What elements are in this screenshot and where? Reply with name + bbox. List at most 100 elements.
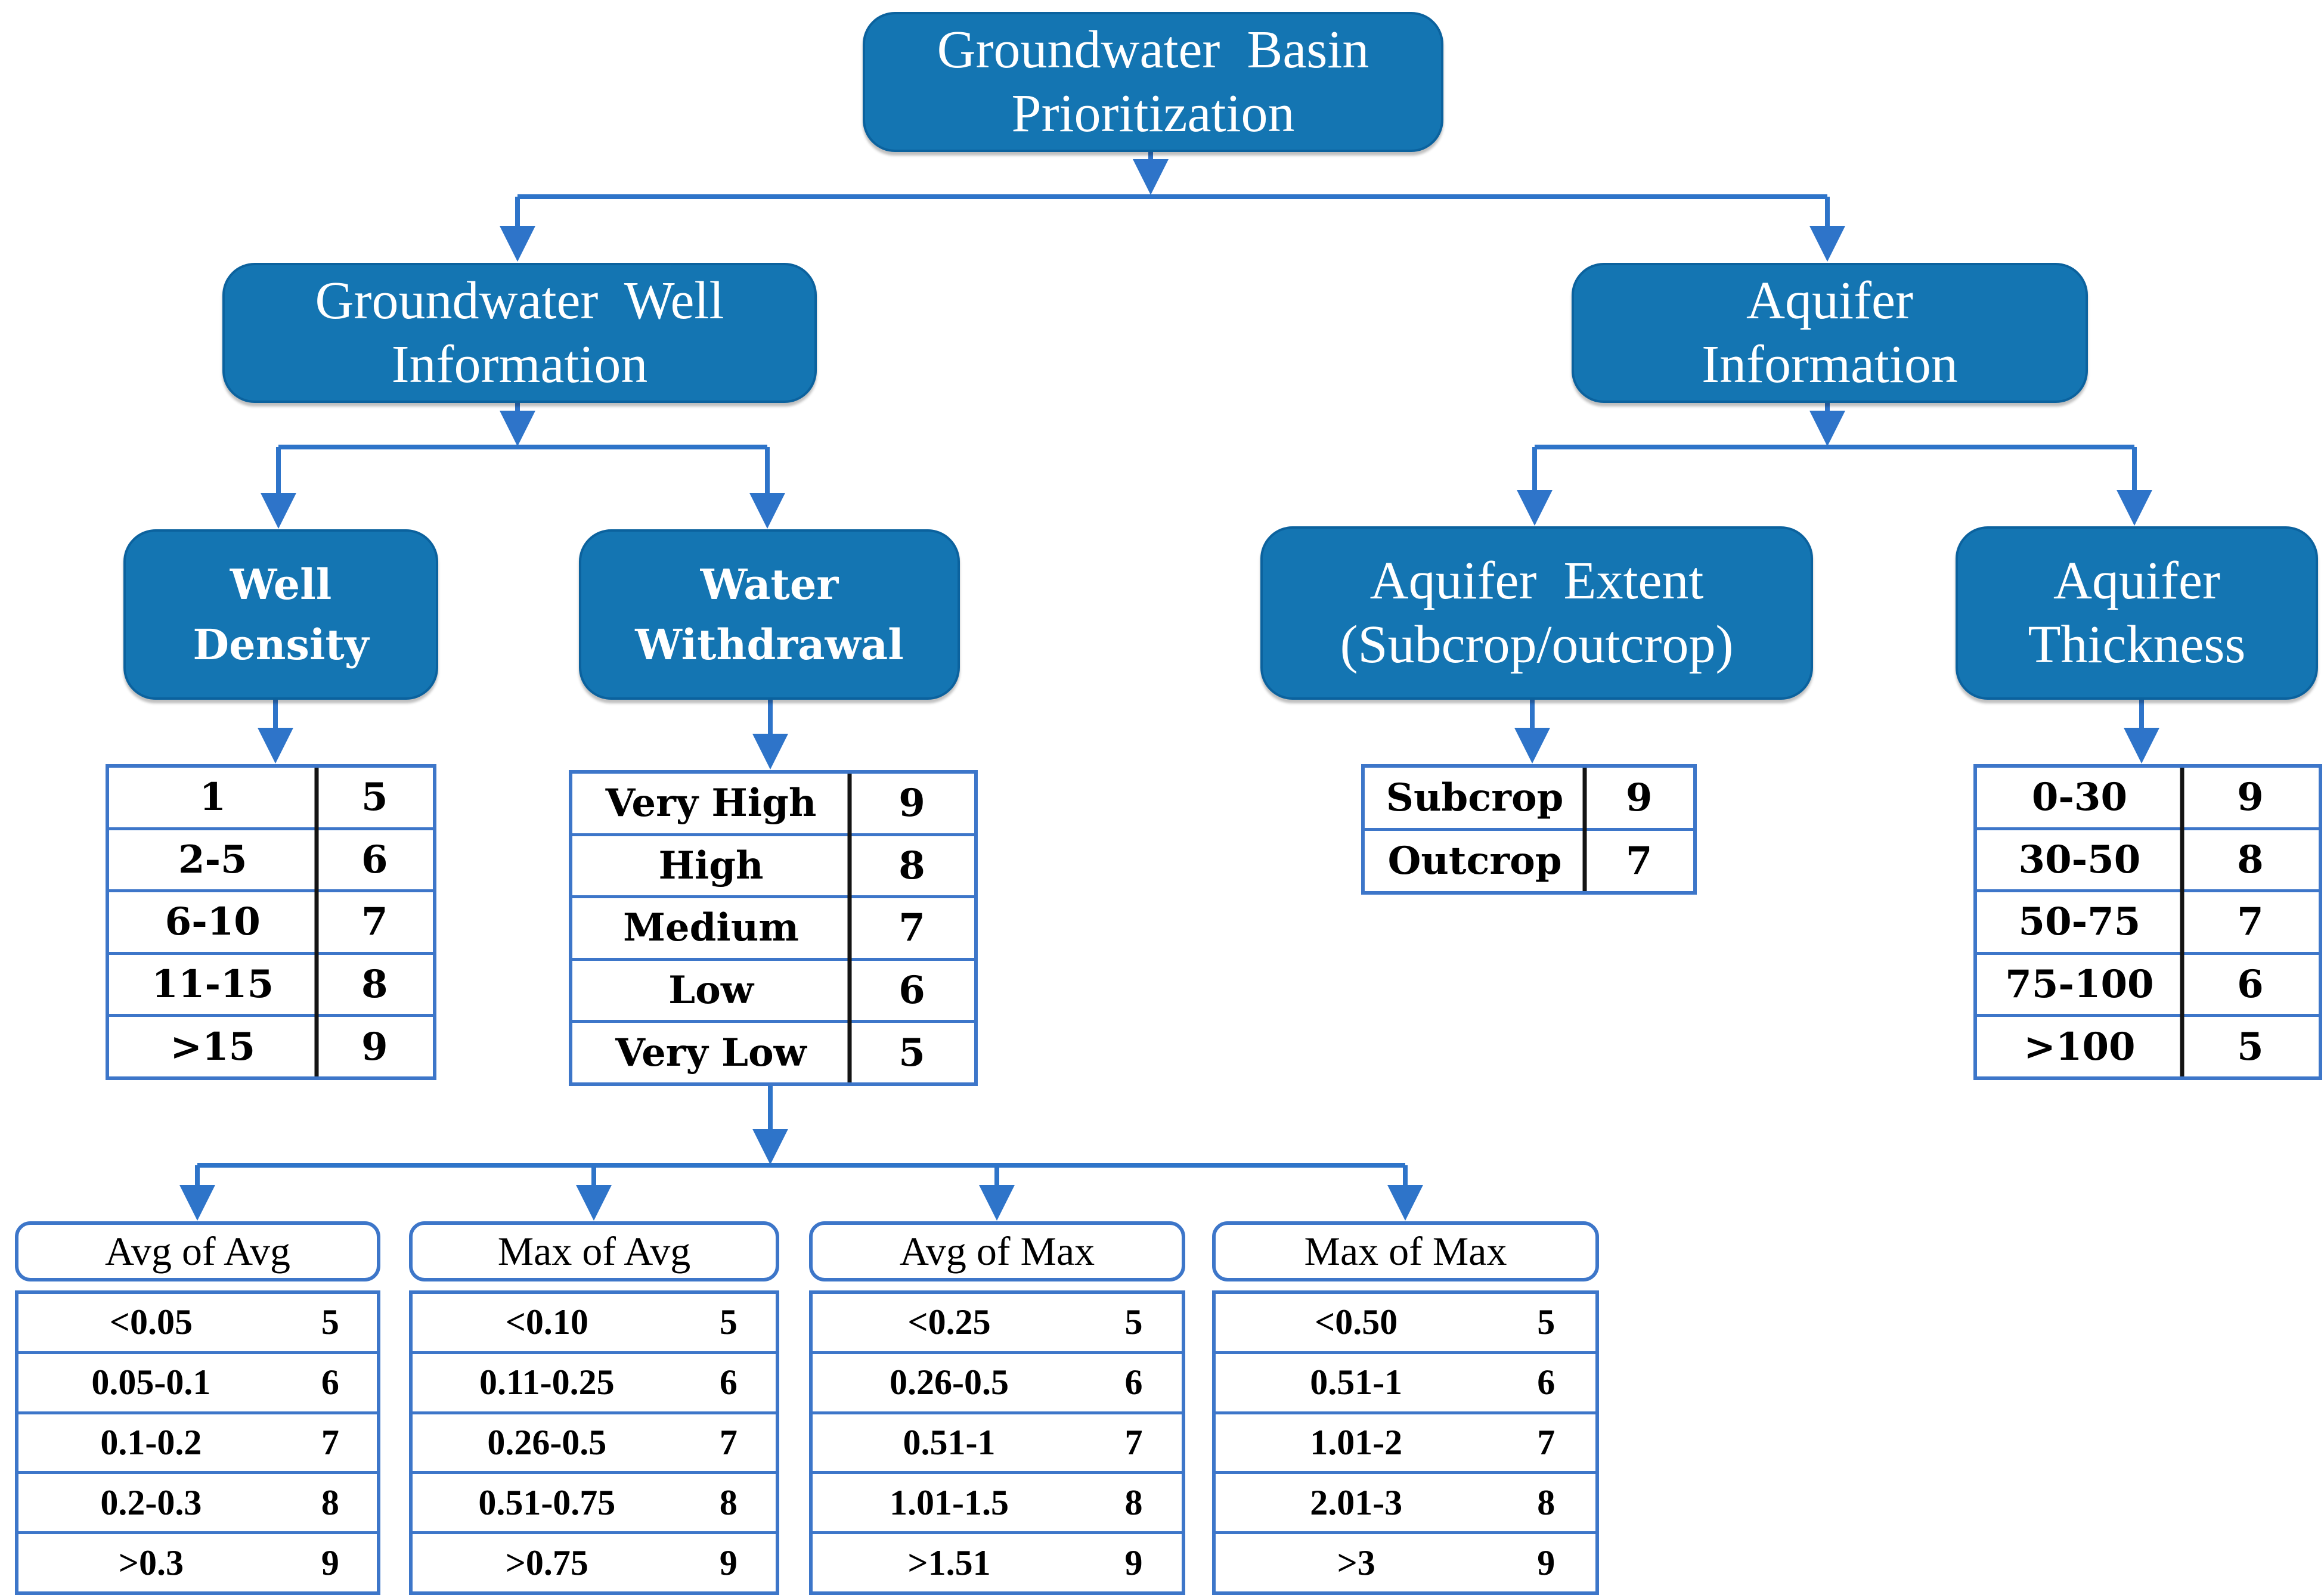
- range-cell: 0.1-0.2: [100, 1422, 202, 1462]
- node-water-withdrawal: Water Withdrawal: [579, 529, 960, 700]
- range-cell: <0.50: [1315, 1302, 1398, 1342]
- range-cell: >100: [2024, 1024, 2136, 1069]
- table-row: <0.25 5: [813, 1294, 1182, 1351]
- connector-group: [179, 147, 2159, 1221]
- score-cell: 5: [1124, 1302, 1143, 1342]
- score-cell: 7: [898, 905, 925, 951]
- table-row: 0.2-0.3 8: [18, 1471, 377, 1531]
- range-cell: Very Low: [615, 1030, 807, 1075]
- node-label-line: Well: [230, 559, 332, 609]
- table-row: Medium 7: [572, 895, 974, 958]
- range-cell: <0.25: [907, 1302, 991, 1342]
- score-cell: 6: [321, 1363, 339, 1402]
- range-cell: 0-30: [2031, 775, 2127, 820]
- range-cell: Very High: [605, 781, 817, 826]
- range-cell: 2.01-3: [1310, 1482, 1403, 1522]
- score-cell: 8: [1537, 1482, 1555, 1522]
- score-cell: 7: [361, 899, 388, 945]
- score-cell: 7: [1625, 839, 1653, 883]
- score-cell: 5: [361, 775, 388, 820]
- range-cell: Medium: [623, 905, 799, 951]
- score-cell: 8: [321, 1482, 339, 1522]
- column-divider: [314, 768, 319, 1076]
- range-cell: 50-75: [2018, 899, 2141, 945]
- range-cell: Low: [668, 968, 754, 1013]
- node-label-line: Aquifer: [2053, 551, 2220, 611]
- node-aquifer-information: Aquifer Information: [1572, 263, 2088, 403]
- range-cell: <0.10: [505, 1302, 588, 1342]
- range-cell: 11-15: [151, 962, 274, 1007]
- range-cell: >0.75: [505, 1543, 588, 1582]
- score-cell: 7: [2237, 899, 2264, 945]
- range-cell: 1.01-2: [1310, 1422, 1403, 1462]
- score-cell: 7: [1124, 1422, 1143, 1462]
- node-groundwater-basin-prioritization: Groundwater Basin Prioritization: [863, 12, 1443, 152]
- table-row: >0.75 9: [413, 1531, 776, 1591]
- score-cell: 7: [1537, 1422, 1555, 1462]
- range-cell: Subcrop: [1386, 775, 1564, 820]
- max-of-max-header: Max of Max: [1212, 1221, 1599, 1281]
- table-row: Very Low 5: [572, 1020, 974, 1082]
- range-cell: 0.2-0.3: [100, 1482, 202, 1522]
- node-label-line: Aquifer Extent: [1369, 551, 1704, 611]
- score-cell: 9: [361, 1024, 388, 1069]
- score-cell: 5: [321, 1302, 339, 1342]
- range-cell: 0.51-1: [1310, 1363, 1403, 1402]
- range-cell: >3: [1337, 1543, 1375, 1582]
- node-label-line: Information: [391, 334, 648, 394]
- table-row: Outcrop 7: [1365, 828, 1693, 891]
- range-cell: >0.3: [118, 1543, 184, 1582]
- node-label-line: Aquifer: [1746, 271, 1913, 331]
- avg-of-avg-header: Avg of Avg: [15, 1221, 380, 1281]
- node-label-line: Thickness: [2028, 615, 2246, 674]
- score-cell: 6: [2237, 962, 2264, 1007]
- column-divider: [1582, 768, 1587, 891]
- score-cell: 6: [361, 837, 388, 882]
- score-cell: 5: [898, 1030, 925, 1075]
- score-cell: 9: [719, 1543, 738, 1582]
- table-row: 2-5 6: [109, 827, 433, 890]
- score-cell: 8: [1124, 1482, 1143, 1522]
- node-aquifer-extent: Aquifer Extent (Subcrop/outcrop): [1260, 526, 1813, 700]
- node-groundwater-well-information: Groundwater Well Information: [222, 263, 817, 403]
- range-cell: Outcrop: [1387, 839, 1562, 883]
- node-label-line: (Subcrop/outcrop): [1340, 615, 1734, 674]
- table-row: 50-75 7: [1977, 889, 2319, 952]
- node-label-line: Information: [1702, 334, 1958, 394]
- max-of-avg-header: Max of Avg: [409, 1221, 779, 1281]
- table-row: Subcrop 9: [1365, 768, 1693, 828]
- node-label-line: Density: [193, 620, 369, 669]
- range-cell: 2-5: [178, 837, 247, 882]
- node-aquifer-thickness: Aquifer Thickness: [1956, 526, 2318, 700]
- score-cell: 9: [1537, 1543, 1555, 1582]
- node-well-density: Well Density: [123, 529, 438, 700]
- range-cell: 0.26-0.5: [487, 1422, 607, 1462]
- range-cell: 1: [199, 775, 227, 820]
- range-cell: >15: [170, 1024, 256, 1069]
- table-row: >3 9: [1216, 1531, 1595, 1591]
- score-cell: 9: [1625, 775, 1653, 820]
- avg-of-max-header: Avg of Max: [809, 1221, 1185, 1281]
